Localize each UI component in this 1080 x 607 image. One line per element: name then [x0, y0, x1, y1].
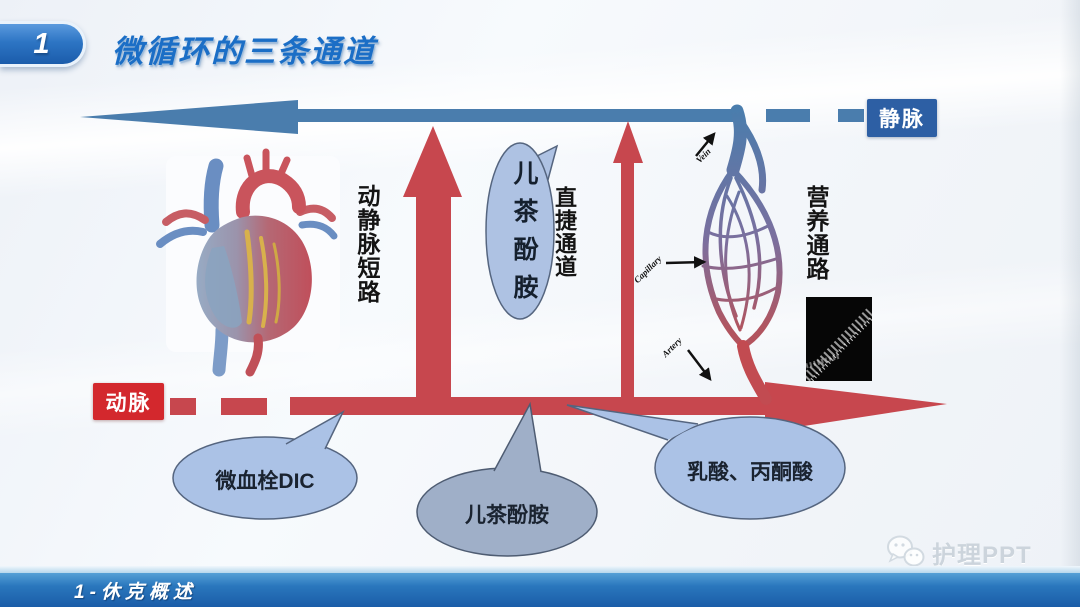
catecholamine-balloon-shape — [485, 142, 559, 320]
label-direct-channel: 直捷通道 — [552, 186, 577, 278]
label-av-shunt: 动静脉短路 — [354, 184, 380, 304]
page-title: 微循环的三条通道 — [112, 34, 376, 69]
callout-microthrombus-shape — [172, 410, 358, 520]
venous-flow-arrow — [80, 100, 864, 134]
capillary-network — [701, 104, 783, 405]
callout-lactic-pyruvic-text: 乳酸、丙酮酸 — [687, 461, 813, 484]
edge-shadow — [1060, 0, 1080, 607]
artery-label-box: 动脉 — [93, 383, 164, 420]
callout-lactic-pyruvic-shape — [566, 404, 846, 520]
label-nutrient-channel: 营养通路 — [803, 185, 829, 281]
section-number-badge: 1 — [0, 21, 86, 67]
callout-catecholamine-text: 儿茶酚胺 — [465, 504, 549, 527]
heart-illustration — [156, 148, 340, 377]
arterial-flow-arrow — [170, 382, 947, 432]
vein-label-box: 静脉 — [867, 99, 937, 137]
shunt-up-arrow — [403, 126, 462, 403]
footer-bar: 1-休克概述 — [0, 573, 1080, 607]
capillary-microscopy-image — [806, 297, 872, 381]
watermark-text: 护理PPT — [932, 541, 1032, 569]
catecholamine-balloon-text: 儿茶酚胺 — [510, 160, 538, 312]
direct-channel-up-arrow — [613, 121, 643, 403]
footer-section-title: 1-休克概述 — [74, 581, 197, 603]
callout-microthrombus-text: 微血栓DIC — [215, 470, 315, 493]
annotation-arrows — [665, 132, 716, 381]
footer-accent-strip — [0, 566, 1080, 573]
watermark: 护理PPT — [886, 534, 1032, 570]
chat-bubbles-icon — [887, 535, 925, 567]
callout-catecholamine-shape — [416, 401, 598, 557]
